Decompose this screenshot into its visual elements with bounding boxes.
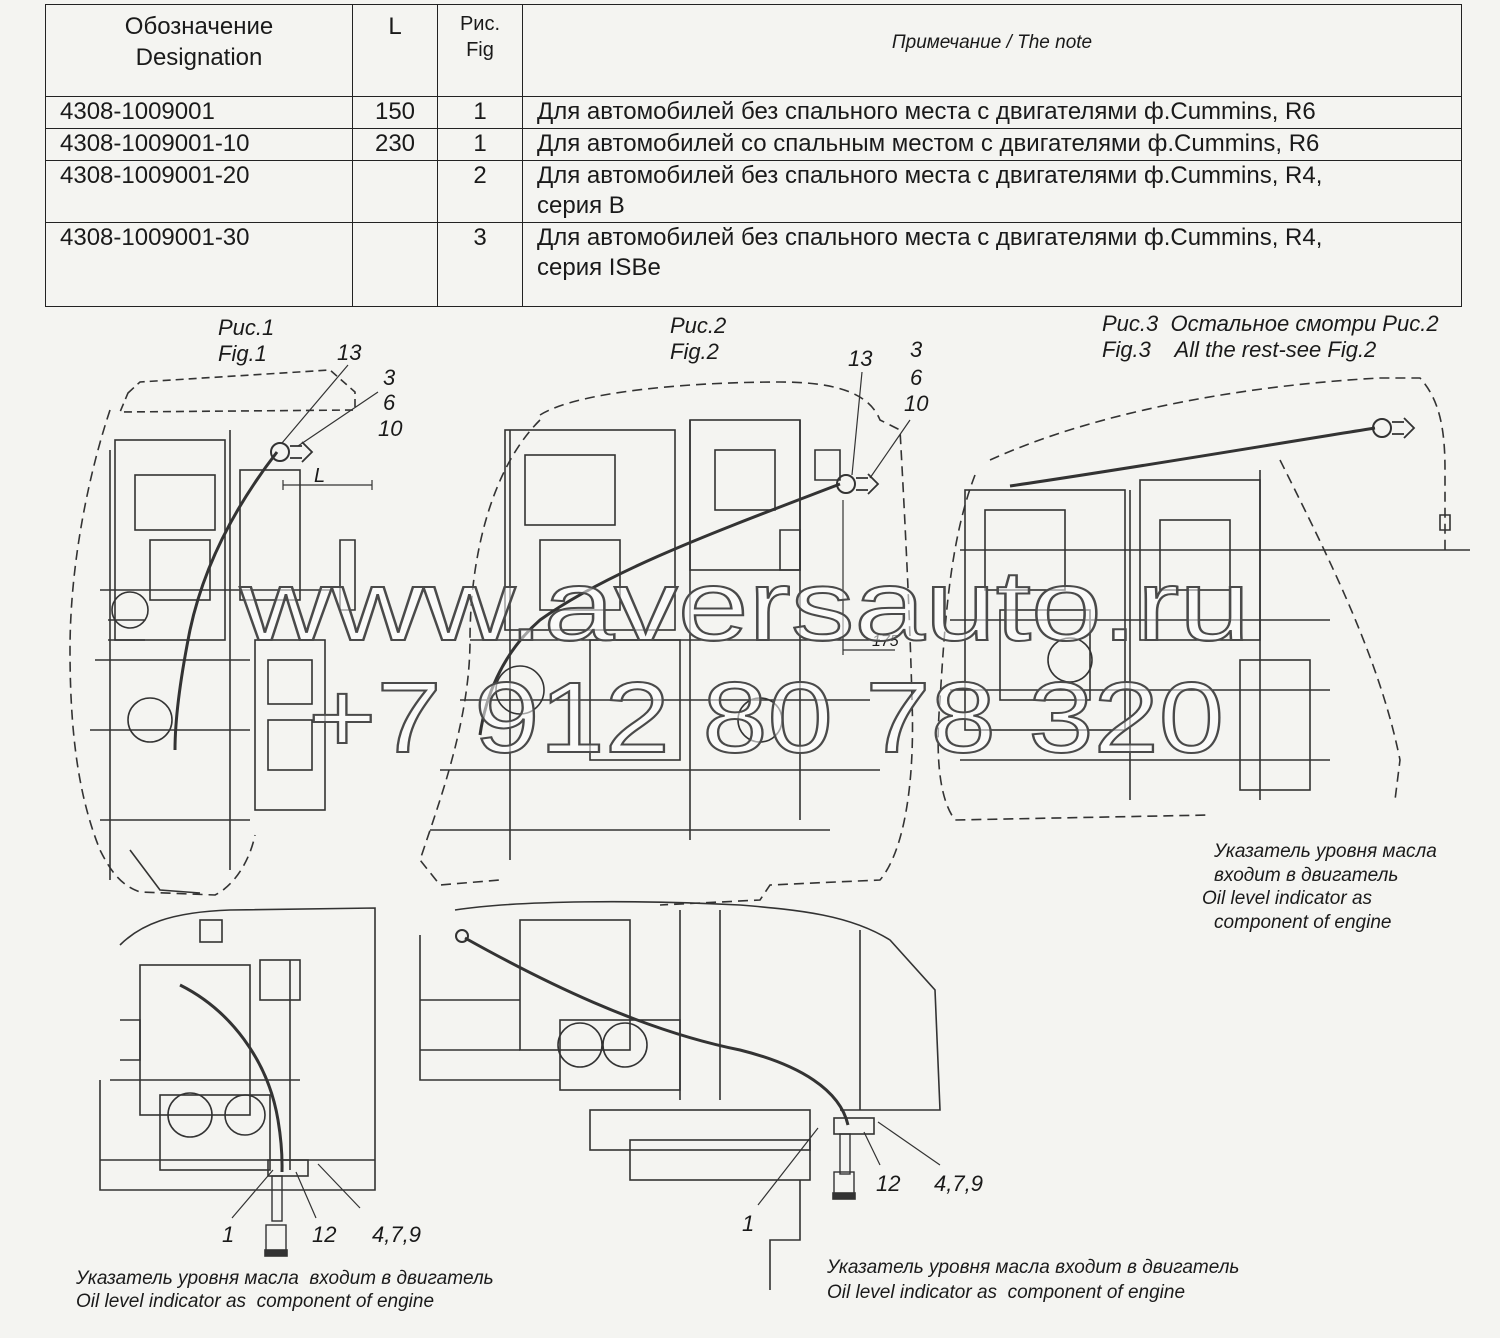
note-line: Указатель уровня масла входит в двигател… [826,1257,1239,1278]
lower-right-leaders [757,1121,941,1206]
cell-length: 230 [352,128,438,161]
lower-right-bracket [833,1117,875,1135]
cell-fig: 3 [437,222,523,307]
note-line: Oil level indicator as component of engi… [76,1291,434,1312]
lower-left-callout-1: 1 [222,1222,234,1247]
fig1-dim-line [282,480,373,490]
note-line: component of engine [1214,912,1391,933]
fig1-dim-label: L [314,465,325,487]
cell-note: Для автомобилей без спального места с дв… [522,160,1462,223]
fig3-title-en: Fig.3 All the rest-see Fig.2 [1102,337,1376,362]
parts-table: Обозначение Designation L Рис. Fig Приме… [45,4,1462,307]
fig2-dipstick-handle [836,474,856,494]
fig3-note: Указатель уровня масла входит в двигател… [1202,841,1437,933]
header-fig-ru: Рис. [459,13,501,35]
lower-left-bracket [267,1159,309,1177]
fig2-callout-13: 13 [848,346,873,371]
header-note: Примечание / The note [522,4,1462,97]
cell-fig: 1 [437,96,523,129]
lower-right-dipstick [464,936,850,1126]
note-line: Oil level indicator as component of engi… [827,1282,1185,1303]
table-header-row: Обозначение Designation L Рис. Fig Приме… [45,4,1462,97]
fig2-callout-3: 3 [910,337,923,362]
cell-note: Для автомобилей без спального места с дв… [522,96,1462,129]
header-designation-en: Designation [135,44,263,71]
cell-note-line: Для автомобилей без спального места с дв… [537,162,1323,189]
fig2-leaders [851,371,911,479]
note-line: Указатель уровня масла входит в двигател… [75,1268,494,1289]
note-line: Указатель уровня масла [1213,841,1437,862]
lower-left-callout-12: 12 [312,1222,336,1247]
lower-right-detail [419,900,941,1290]
table-row: 4308-1009001 150 1 Для автомобилей без с… [45,96,1462,129]
fig1-dipstick [173,451,279,751]
cell-designation: 4308-1009001-30 [45,222,353,307]
fig2-callout-10: 10 [904,391,929,416]
fig3-dipstick [1009,426,1376,488]
fig1-title-en: Fig.1 [218,341,267,366]
fig2-title-ru: Рис.2 [670,313,726,338]
fig1-callout-10: 10 [378,416,403,441]
fig1-engine [69,369,356,896]
lower-right-callout-1: 1 [742,1211,754,1236]
fig2-engine [419,381,914,906]
cell-note: Для автомобилей со спальным местом с дви… [522,128,1462,161]
cell-fig: 1 [437,128,523,161]
header-fig: Рис. Fig [437,4,523,97]
lower-left-detail [99,907,376,1191]
fig3-engine [937,377,1470,821]
fig2-dipstick [478,482,841,736]
watermark: www.aversauto.ru +7 912 80 78 320 [238,549,1251,775]
fig3-dipstick-handle [1372,418,1392,438]
cell-designation: 4308-1009001-10 [45,128,353,161]
table-row: 4308-1009001-10 230 1 Для автомобилей со… [45,128,1462,161]
cell-length [352,160,438,223]
fig2-dim-label: 175 [872,633,899,650]
watermark-phone: +7 912 80 78 320 [308,662,1224,774]
header-fig-en: Fig [466,39,494,61]
lower-right-callout-12: 12 [876,1171,900,1196]
fig2-callout-6: 6 [910,365,923,390]
lower-right-note: Указатель уровня масла входит в двигател… [826,1257,1239,1303]
cell-note: Для автомобилей без спального места с дв… [522,222,1462,307]
lower-left-note: Указатель уровня масла входит в двигател… [75,1268,494,1312]
cell-designation: 4308-1009001-20 [45,160,353,223]
cell-note-line: Для автомобилей без спального места с дв… [537,224,1323,251]
watermark-url: www.aversauto.ru [239,550,1250,662]
header-designation: Обозначение Designation [45,4,353,97]
note-line: Oil level indicator as [1202,888,1373,909]
cell-length [352,222,438,307]
fig1-dipstick-handle [270,442,290,462]
lower-left-callout-479: 4,7,9 [372,1222,421,1247]
lower-right-callout-479: 4,7,9 [934,1171,983,1196]
fig2-title-en: Fig.2 [670,339,719,364]
note-line: входит в двигатель [1214,865,1398,886]
fig1-leaders [281,364,379,447]
fig2-dim-line [842,500,895,655]
lower-left-leaders [231,1163,361,1219]
table-row: 4308-1009001-30 3 Для автомобилей без сп… [45,222,1462,307]
cell-designation: 4308-1009001 [45,96,353,129]
lower-left-dipstick [179,983,284,1173]
fig1-title-ru: Рис.1 [218,315,274,340]
fig1-callout-6: 6 [383,390,396,415]
cell-note-line: серия B [537,192,625,219]
cell-note-line: серия ISBe [537,254,661,281]
table-row: 4308-1009001-20 2 Для автомобилей без сп… [45,160,1462,223]
header-designation-ru: Обозначение [124,13,274,40]
fig3-title-ru: Рис.3 Остальное смотри Рис.2 [1102,311,1439,336]
fig1-callout-13: 13 [337,340,362,365]
fig1-callout-3: 3 [383,365,396,390]
